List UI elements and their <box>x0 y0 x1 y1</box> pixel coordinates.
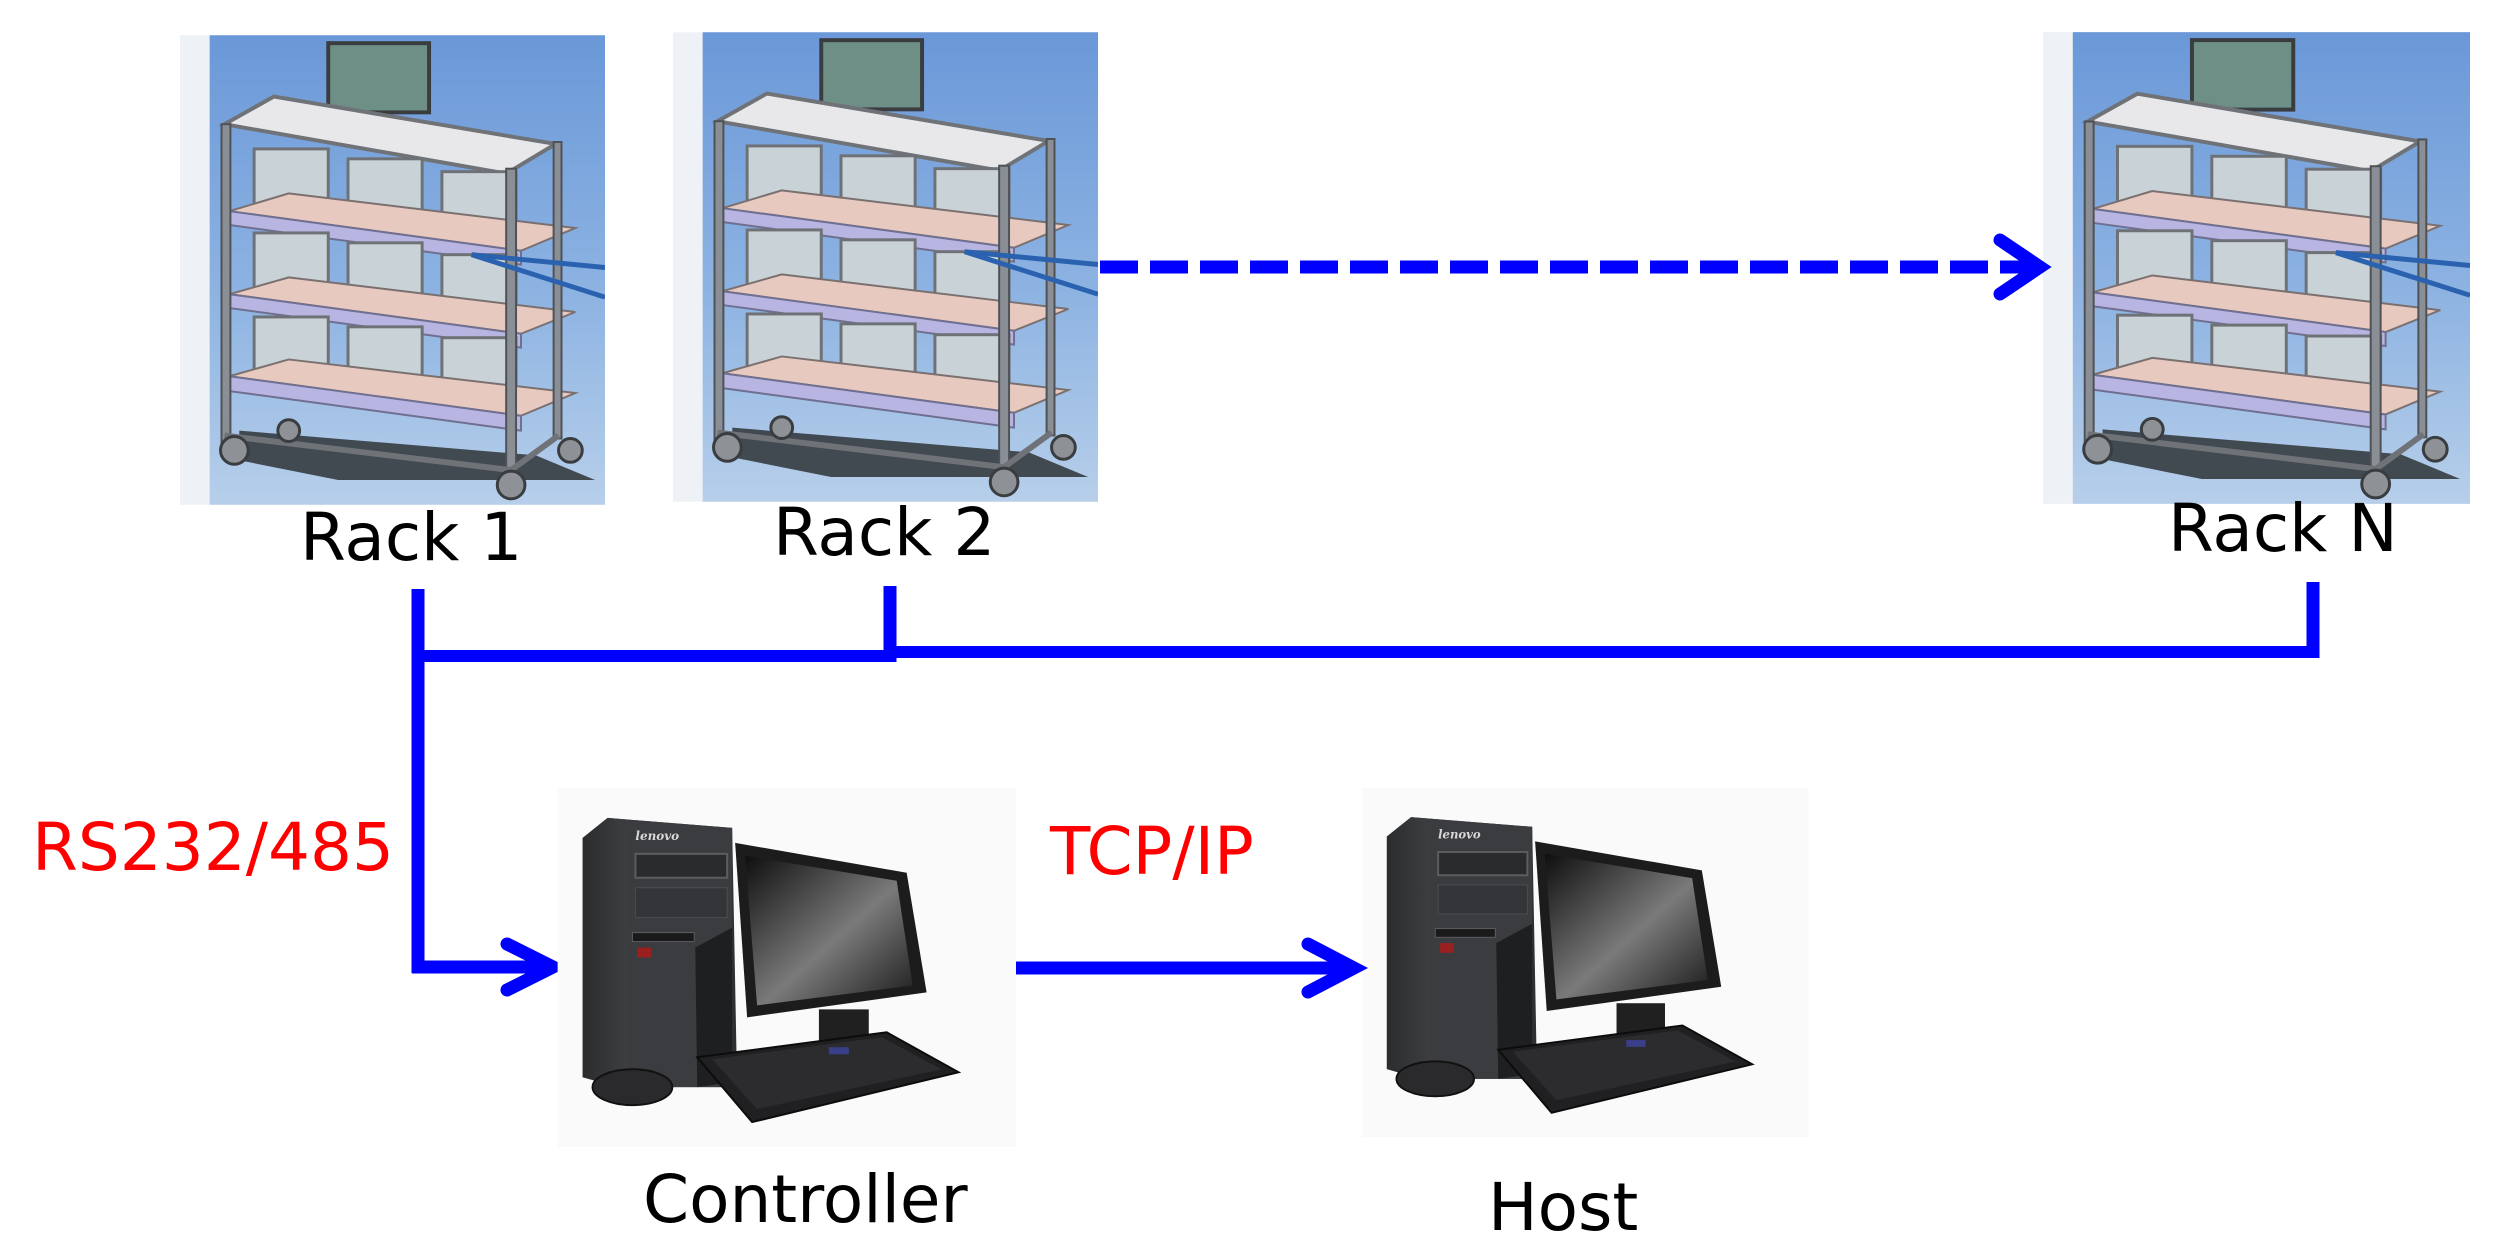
rack-2-label: Rack 2 <box>773 494 996 571</box>
serial-arrow-to-controller <box>412 937 568 997</box>
serial-protocol-label: RS232/485 <box>32 809 394 886</box>
rack-n-label: Rack N <box>2168 490 2398 567</box>
network-arrow-to-host <box>1016 937 1369 999</box>
host-computer-icon <box>1361 788 1810 1137</box>
controller-computer-icon <box>557 788 1017 1147</box>
rack-bus-connector <box>411 582 2320 973</box>
host-label: Host <box>1488 1169 1639 1246</box>
controller-label: Controller <box>643 1161 968 1238</box>
rack-2-image <box>673 32 1098 501</box>
rack-1-image <box>180 35 605 504</box>
dashed-arrow-rack2-to-rackn <box>1100 233 2052 301</box>
rack-n-image <box>2043 32 2470 504</box>
network-protocol-label: TCP/IP <box>1050 813 1254 890</box>
rack-1-label: Rack 1 <box>300 499 523 576</box>
